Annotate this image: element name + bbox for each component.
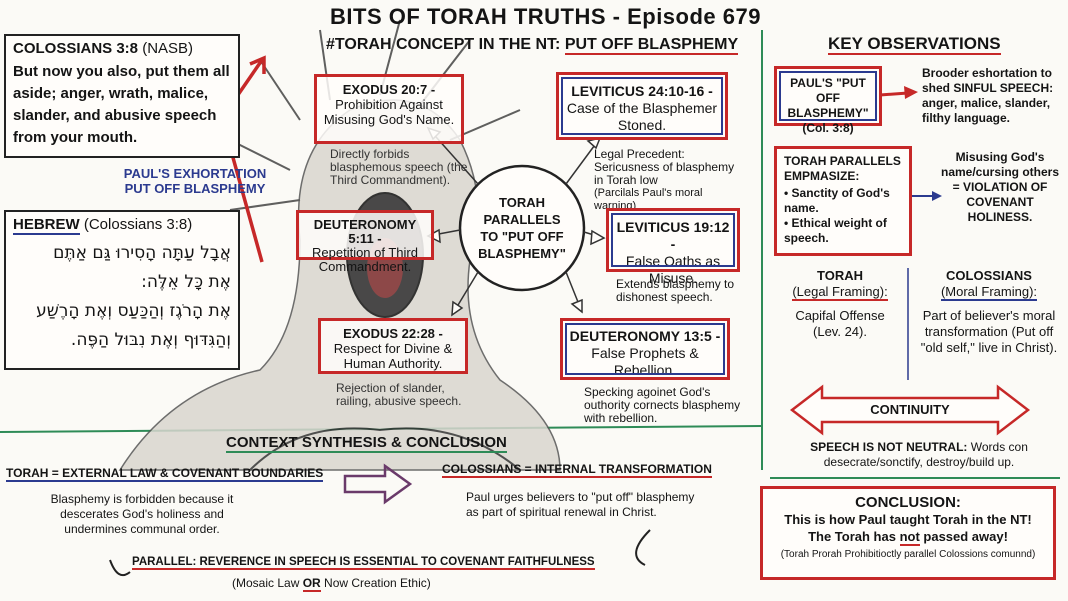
parallel-sub-or: OR [302,576,321,592]
torah-column: TORAH (Legal Framing): Capifal Offense (… [780,268,900,340]
hebrew-line: אֶת הָרֹגֶז וְהַכַּעַס וְאֶת הָרֶשַׁע [36,301,231,321]
torah-col-body: Capifal Offense (Lev. 24). [795,308,885,339]
torah-parallels-box: TORAH PARALLELS EMPMASIZE: • Sanctity of… [774,146,912,256]
exhortation-line2: PUT OFF BLASPHEMY [124,181,266,196]
conclusion-line2-a: The Torah has [808,529,900,544]
hub-circle [458,164,586,292]
speech-text: Words con desecrate/sonctify, destroy/bu… [823,440,1028,469]
conclusion-not: not [899,529,920,546]
hub-line3: TO "PUT OFF [480,229,564,244]
colossians-line: from your mouth. [13,129,138,146]
torah-col-title: TORAH [817,268,863,283]
synthesis-torah-label: TORAH = EXTERNAL LAW & COVENANT BOUNDARI… [6,466,324,482]
col-label-text: COLOSSIANS = INTERNAL TRANSFORMATION [442,462,712,478]
synthesis-heading-text: CONTEXT SYNTHESIS & CONCLUSION [226,434,507,453]
node-exodus-22-28: EXODUS 22:28 - Respect for Divine & Huma… [318,318,468,374]
synthesis-colossians-text: Paul urges believers to "put off" blasph… [466,490,695,519]
deut13-note: Specking agoinet God's outhority cornect… [584,385,741,425]
synthesis-parallel: PARALLEL: REVERENCE IN SPEECH IS ESSENTI… [132,556,652,570]
observations-heading-text: KEY OBSERVATIONS [828,34,1001,55]
parallel-text: PARALLEL: REVERENCE IN SPEECH IS ESSENTI… [132,556,595,570]
synthesis-arrow [343,463,413,505]
hebrew-box: HEBREW (Colossians 3:8) אֲבָל עַתָּה הָס… [4,210,240,370]
node-deuteronomy-13-5: DEUTERONOMY 13:5 - False Prophets & Rebe… [560,318,730,380]
node-deuteronomy-5-11: DEUTERONOMY 5:11 - Repetition of Third C… [296,210,434,274]
node-title: LEVITICUS 19:12 - [616,219,730,252]
observation-arrows [879,86,942,201]
node-title: EXODUS 22:28 - [343,326,443,341]
hub-line1: TORAH [499,195,545,210]
hub-line2: PARALLELS [483,212,561,227]
colossians-box: COLOSSIANS 3:8 (NASB) But now you also, … [4,34,240,158]
hub-label: TORAH PARALLELS TO "PUT OFF BLASPHEMY" [470,194,574,262]
exhortation-label: PAUL'S EXHORTATION PUT OFF BLASPHEMY [110,166,280,196]
parallels-text: Misusing God's name/cursing others = VIO… [940,150,1060,224]
synthesis-heading: CONTEXT SYNTHESIS & CONCLUSION [226,434,507,453]
lev24-note-text: Legal Precedent: Sericusness of blasphem… [594,147,735,187]
node-body: False Oaths as Misuse. [625,253,721,286]
conclusion-line2-b: passed away! [919,529,1008,544]
node-title: DEUTERONOMY 5:11 - [313,217,417,246]
continuity-arrow [789,384,1031,436]
parallel-sub-a: (Mosaic Law [232,576,303,590]
hebrew-ref: (Colossians 3:8) [83,216,193,233]
col-col-title: COLOSSIANS [946,268,1032,283]
subtitle-prefix: #TORAH CONCEPT IN THE NT: [326,36,565,53]
page-subtitle: #TORAH CONCEPT IN THE NT: PUT OFF BLASPH… [326,36,739,55]
exodus20-note: Directly forbids blasphemous speech (the… [330,147,468,187]
hebrew-line: וְהַגִּדּוּף וְאֶת נִבּוּל הַפֶּה. [70,330,231,350]
node-leviticus-19: LEVITICUS 19:12 - False Oaths as Misuse. [606,208,740,286]
hebrew-line: אֶת כָּל אֵלֶּה: [141,272,231,292]
hebrew-line: אֲבָל עַתָּה הָסִירוּ גַּם אַתֶּם [53,243,231,263]
node-leviticus-24: LEVITICUS 24:10-16 - Case of the Blasphe… [556,72,728,140]
parallels-title: TORAH PARALLELS EMPMASIZE: [784,154,901,183]
parallel-sub-b: Now Creation Ethic) [320,576,431,590]
conclusion-heading: CONCLUSION: [855,494,961,511]
synthesis-colossians-label: COLOSSIANS = INTERNAL TRANSFORMATION [442,462,712,478]
parallels-bullet: Ethical weight of speech. [784,216,887,245]
hub-line4: BLASPHEMY" [478,246,566,261]
paul-put-off-box: PAUL'S "PUT OFF BLASPHEMY" (Col. 3:8) [774,66,882,135]
parallels-bullet: Sanctity of God's name. [784,186,890,215]
hebrew-heading: HEBREW [13,216,80,235]
node-body: Prohibition Against Misusing God's Name. [323,97,455,127]
synthesis-torah-text: Blasphemy is forbidden because it descer… [50,492,234,536]
speech-bold: SPEECH IS NOT NEUTRAL: [810,440,968,454]
node-body: Case of the Blasphemer Stoned. [566,100,718,133]
node-body: Repetition of Third Commandment. [312,245,418,274]
col-col-sub: (Moral Framing): [940,284,1038,301]
speech-statement: SPEECH IS NOT NEUTRAL: Words con desecra… [776,440,1062,470]
conclusion-note: (Torah Prorah Prohibitioctly parallel Co… [780,549,1036,560]
node-exodus-20-7: EXODUS 20:7 - Prohibition Against Misusi… [314,74,464,144]
conclusion-line1: This is how Paul taught Torah in the NT! [784,512,1032,527]
subtitle-topic: PUT OFF BLASPHEMY [564,36,739,55]
conclusion-line2: The Torah has not passed away! [767,528,1049,546]
col-col-body: Part of believer's moral transformation … [920,308,1058,355]
node-title: LEVITICUS 24:10-16 - [571,83,713,99]
colossians-line: aside; anger, wrath, malice, [13,85,209,102]
page-title: BITS OF TORAH TRUTHS - Episode 679 [330,4,761,29]
synthesis-parallel-sub: (Mosaic Law OR Now Creation Ethic) [232,576,431,592]
colossians-heading: COLOSSIANS 3:8 [13,40,139,57]
exhortation-line1: PAUL'S EXHORTATION [123,166,267,181]
colossians-version: (NASB) [142,40,194,57]
node-body: Respect for Divine & Human Authority. [333,341,453,371]
exodus22-note: Rejection of slander, railing, abusive s… [336,381,462,408]
observations-heading: KEY OBSERVATIONS [828,34,1001,55]
colossians-line: slander, and abusive speech [13,107,217,124]
node-title: DEUTERONOMY 13:5 - [569,328,721,344]
colossians-line: But now you also, put them all [13,63,230,80]
conclusion-box: CONCLUSION: This is how Paul taught Tora… [760,486,1056,580]
torah-col-sub: (Legal Framing): [792,284,888,301]
torah-label-text: TORAH = EXTERNAL LAW & COVENANT BOUNDARI… [6,466,324,482]
node-body: False Prophets & Rebellion. [591,345,699,378]
node-title: EXODUS 20:7 - [342,82,436,97]
continuity-label: CONTINUITY [870,402,950,417]
lev24-note: Legal Precedent: Sericusness of blasphem… [594,148,744,213]
colossians-column: COLOSSIANS (Moral Framing): Part of beli… [916,268,1062,356]
lev19-note: Extends blasphemy to dishonest speech. [616,277,735,304]
paul-text: Brooder eshortation to shed SINFUL SPEEC… [922,66,1054,125]
